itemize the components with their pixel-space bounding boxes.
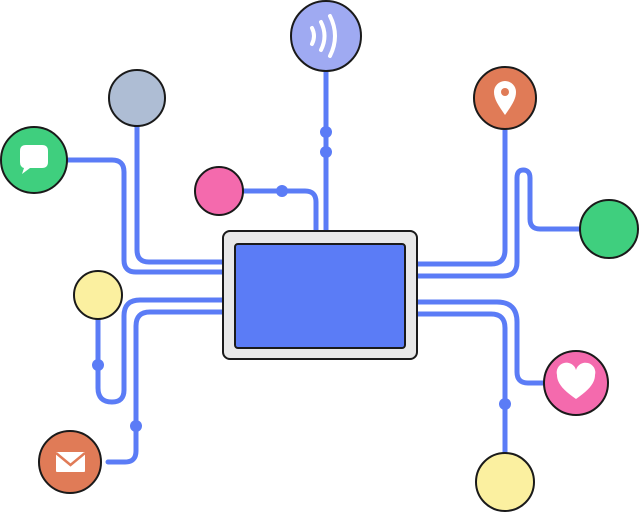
- wire-gray: [134, 123, 228, 265]
- wire-heart: [415, 299, 548, 386]
- heart-node: [543, 350, 609, 416]
- chip-screen: [234, 243, 406, 349]
- wire-mail: [105, 309, 228, 465]
- junction-dot: [499, 398, 511, 410]
- node-circle: [579, 199, 639, 259]
- junction-dots: [92, 126, 511, 432]
- chat-node: [0, 126, 68, 194]
- central-chip: [222, 230, 418, 360]
- right-green-node: [579, 199, 639, 259]
- wire-yellow-left: [95, 297, 228, 405]
- mail-node: [38, 430, 102, 494]
- mail-envelope-icon: [55, 452, 86, 472]
- junction-dot: [276, 185, 288, 197]
- wire-chat: [63, 157, 228, 275]
- junction-dot: [320, 146, 332, 158]
- plain-gray-node: [108, 69, 166, 127]
- small-pink-node: [194, 166, 244, 216]
- junction-dot: [320, 126, 332, 138]
- node-circle: [108, 69, 166, 127]
- bottom-yellow-node: [475, 452, 535, 512]
- heart-icon: [556, 362, 596, 399]
- left-yellow-node: [73, 270, 123, 320]
- junction-dot: [130, 420, 142, 432]
- wifi-node: [290, 0, 362, 72]
- wifi-icon: [310, 14, 337, 58]
- node-circle: [475, 452, 535, 512]
- location-pin-icon: [494, 81, 516, 115]
- wire-location: [415, 121, 508, 267]
- location-node: [473, 66, 537, 130]
- node-circle: [73, 270, 123, 320]
- wire-bottom-yellow: [415, 311, 508, 458]
- node-circle: [194, 166, 244, 216]
- junction-dot: [92, 359, 104, 371]
- wires: [63, 59, 585, 465]
- chat-bubble-icon: [20, 145, 48, 174]
- wire-right-green: [415, 167, 585, 279]
- wire-pink: [240, 188, 319, 235]
